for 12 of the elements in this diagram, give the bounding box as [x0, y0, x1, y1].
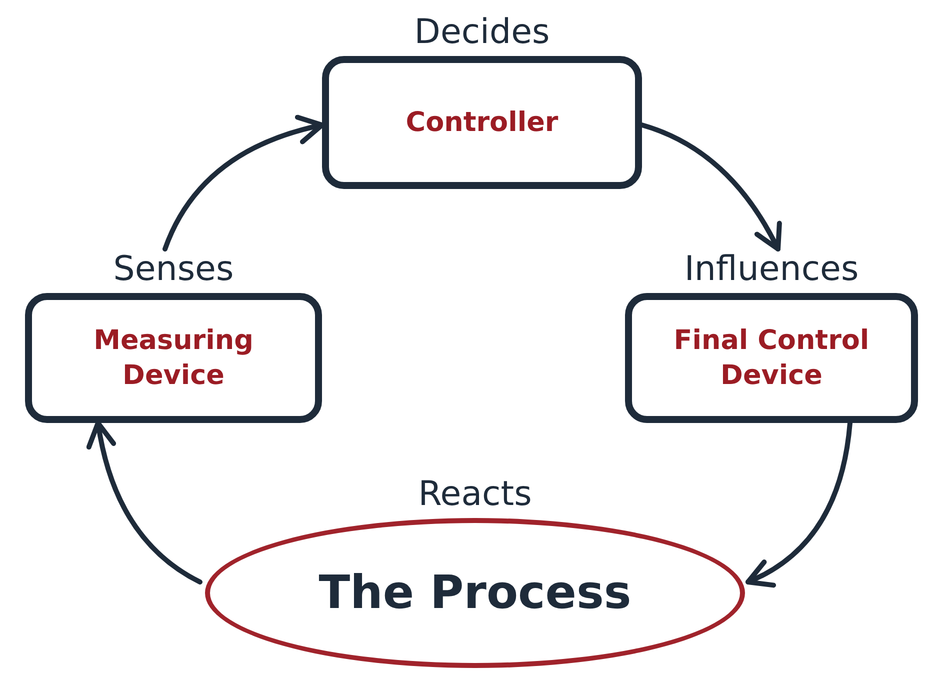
curved-arrow — [746, 420, 852, 586]
box-label: Final Control Device — [672, 324, 870, 393]
step-label: Reacts — [418, 474, 532, 516]
step-label: Influences — [684, 249, 859, 291]
step-label: Decides — [414, 12, 550, 54]
curved-arrow — [162, 116, 324, 252]
box-label: The Process — [318, 564, 632, 622]
curved-arrow — [640, 122, 782, 252]
step-label: Senses — [113, 249, 234, 291]
box-label: Controller — [404, 106, 560, 140]
curved-arrow — [87, 420, 202, 584]
box-label: Measuring Device — [92, 324, 254, 393]
